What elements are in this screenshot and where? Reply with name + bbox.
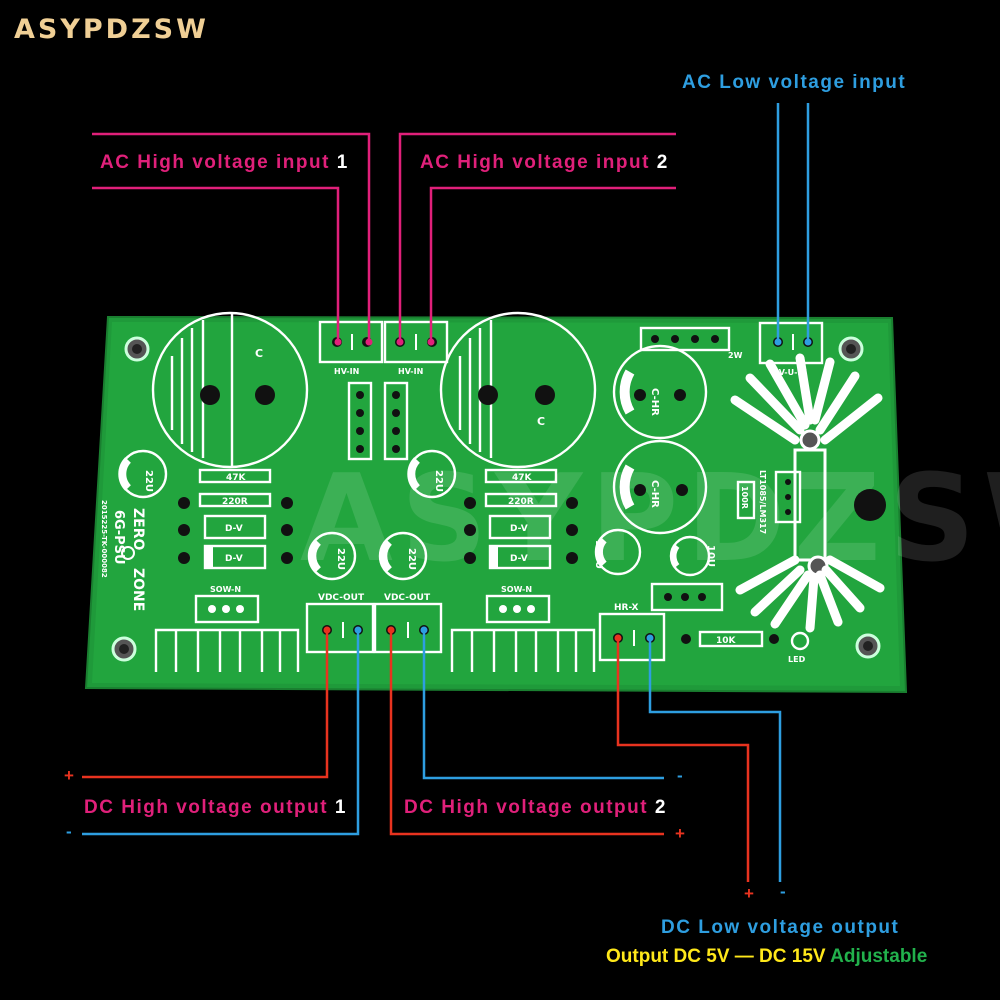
- mosfet-mid: SOW-N: [450, 585, 596, 672]
- sign-dclow-minus: -: [780, 882, 786, 901]
- svg-text:HV-IN: HV-IN: [334, 367, 359, 376]
- label-dc-high-1: DC High voltage output 1: [84, 797, 347, 818]
- svg-text:SOW-N: SOW-N: [210, 585, 241, 594]
- label-ac-high-1: AC High voltage input 1: [100, 152, 349, 173]
- sign-dclow-plus: +: [744, 884, 754, 903]
- svg-text:2W: 2W: [728, 351, 743, 360]
- svg-text:ZONE: ZONE: [130, 568, 146, 611]
- label-ac-low: AC Low voltage input: [682, 72, 907, 93]
- regulator-heatsink: LT1085/LM317 100R: [730, 353, 886, 633]
- svg-text:220R: 220R: [508, 497, 534, 507]
- svg-text:22U: 22U: [433, 470, 444, 492]
- vdc-out-terminal-1: VDC-OUT: [305, 593, 375, 654]
- svg-text:47K: 47K: [512, 473, 533, 483]
- svg-text:D-V: D-V: [510, 524, 528, 534]
- wire-dc-high-1-plus: [82, 630, 329, 779]
- svg-text:C: C: [255, 347, 263, 360]
- board-labels: ZERO ZONE 6G-PSU 2015225-TK-000082: [100, 500, 146, 611]
- trimmer-and-led: 10K LED: [650, 582, 810, 664]
- label-dc-low: DC Low voltage output: [661, 917, 900, 938]
- label-dc-high-2: DC High voltage output 2: [404, 797, 667, 818]
- svg-text:100R: 100R: [740, 486, 749, 509]
- wire-dc-high-2-plus: [389, 630, 664, 836]
- big-capacitor-2: C: [439, 311, 597, 469]
- small-capacitors-right: 100U 10U: [593, 528, 716, 577]
- sign-dc2-minus: -: [677, 766, 683, 785]
- sign-dc2-plus: +: [675, 824, 685, 843]
- svg-text:D-V: D-V: [225, 554, 243, 564]
- svg-text:6G-PSU: 6G-PSU: [111, 510, 126, 565]
- mosfet-left: SOW-N: [154, 585, 300, 672]
- svg-text:10U: 10U: [705, 545, 716, 567]
- svg-text:HV-IN: HV-IN: [398, 367, 423, 376]
- svg-text:C-HR: C-HR: [649, 480, 660, 508]
- wire-dc-high-2-minus: [422, 630, 664, 780]
- svg-text:LED: LED: [788, 655, 806, 664]
- chr-capacitor-1: C-HR: [612, 344, 708, 440]
- resistors-left: 47K 220R D-V D-V: [178, 468, 293, 570]
- svg-text:VDC-OUT: VDC-OUT: [384, 593, 431, 603]
- output-range-caption: Output DC 5V — DC 15V Adjustable: [606, 946, 928, 967]
- wire-dc-low-plus: [616, 638, 750, 882]
- brand-logo: ASYPDZSW: [14, 14, 209, 45]
- resistors-mid: 47K 220R D-V D-V: [464, 468, 578, 570]
- wire-ac-high-1-a: [92, 132, 371, 342]
- mounting-holes: [111, 336, 881, 662]
- svg-text:22U: 22U: [335, 548, 346, 570]
- svg-text:D-V: D-V: [225, 524, 243, 534]
- svg-text:HV-U-IN: HV-U-IN: [772, 368, 807, 377]
- hr-x-terminal: HR-X: [598, 603, 666, 662]
- svg-text:ZERO: ZERO: [130, 508, 146, 550]
- wire-ac-high-2-a: [398, 132, 676, 342]
- svg-text:100U: 100U: [593, 540, 604, 569]
- small-capacitors-22u: 22U 22U 22U 22U: [118, 449, 457, 581]
- svg-text:D-V: D-V: [510, 554, 528, 564]
- svg-text:C-HR: C-HR: [649, 388, 660, 416]
- svg-text:SOW-N: SOW-N: [501, 585, 532, 594]
- svg-text:220R: 220R: [222, 497, 248, 507]
- svg-text:C: C: [537, 415, 545, 428]
- big-capacitor-1: C: [151, 311, 309, 469]
- svg-text:HR-X: HR-X: [614, 603, 638, 613]
- wire-dc-high-1-minus: [82, 630, 360, 836]
- svg-text:VDC-OUT: VDC-OUT: [318, 593, 365, 603]
- wire-dc-low-minus: [648, 638, 782, 882]
- watermark: ASYPDZSW: [300, 450, 1000, 589]
- sign-dc1-minus: -: [66, 822, 72, 841]
- svg-text:47K: 47K: [226, 473, 247, 483]
- svg-text:10K: 10K: [716, 636, 737, 646]
- wire-ac-high-1-b: [92, 186, 340, 342]
- svg-text:22U: 22U: [406, 548, 417, 570]
- svg-text:LT1085/LM317: LT1085/LM317: [758, 470, 767, 534]
- sign-dc1-plus: +: [64, 766, 74, 785]
- wire-ac-high-2-b: [429, 186, 676, 342]
- label-ac-high-2: AC High voltage input 2: [420, 152, 669, 173]
- svg-text:2015225-TK-000082: 2015225-TK-000082: [100, 500, 108, 578]
- jumper-headers: 2W: [347, 326, 743, 461]
- chr-capacitor-2: C-HR: [612, 439, 708, 535]
- svg-text:22U: 22U: [143, 470, 154, 492]
